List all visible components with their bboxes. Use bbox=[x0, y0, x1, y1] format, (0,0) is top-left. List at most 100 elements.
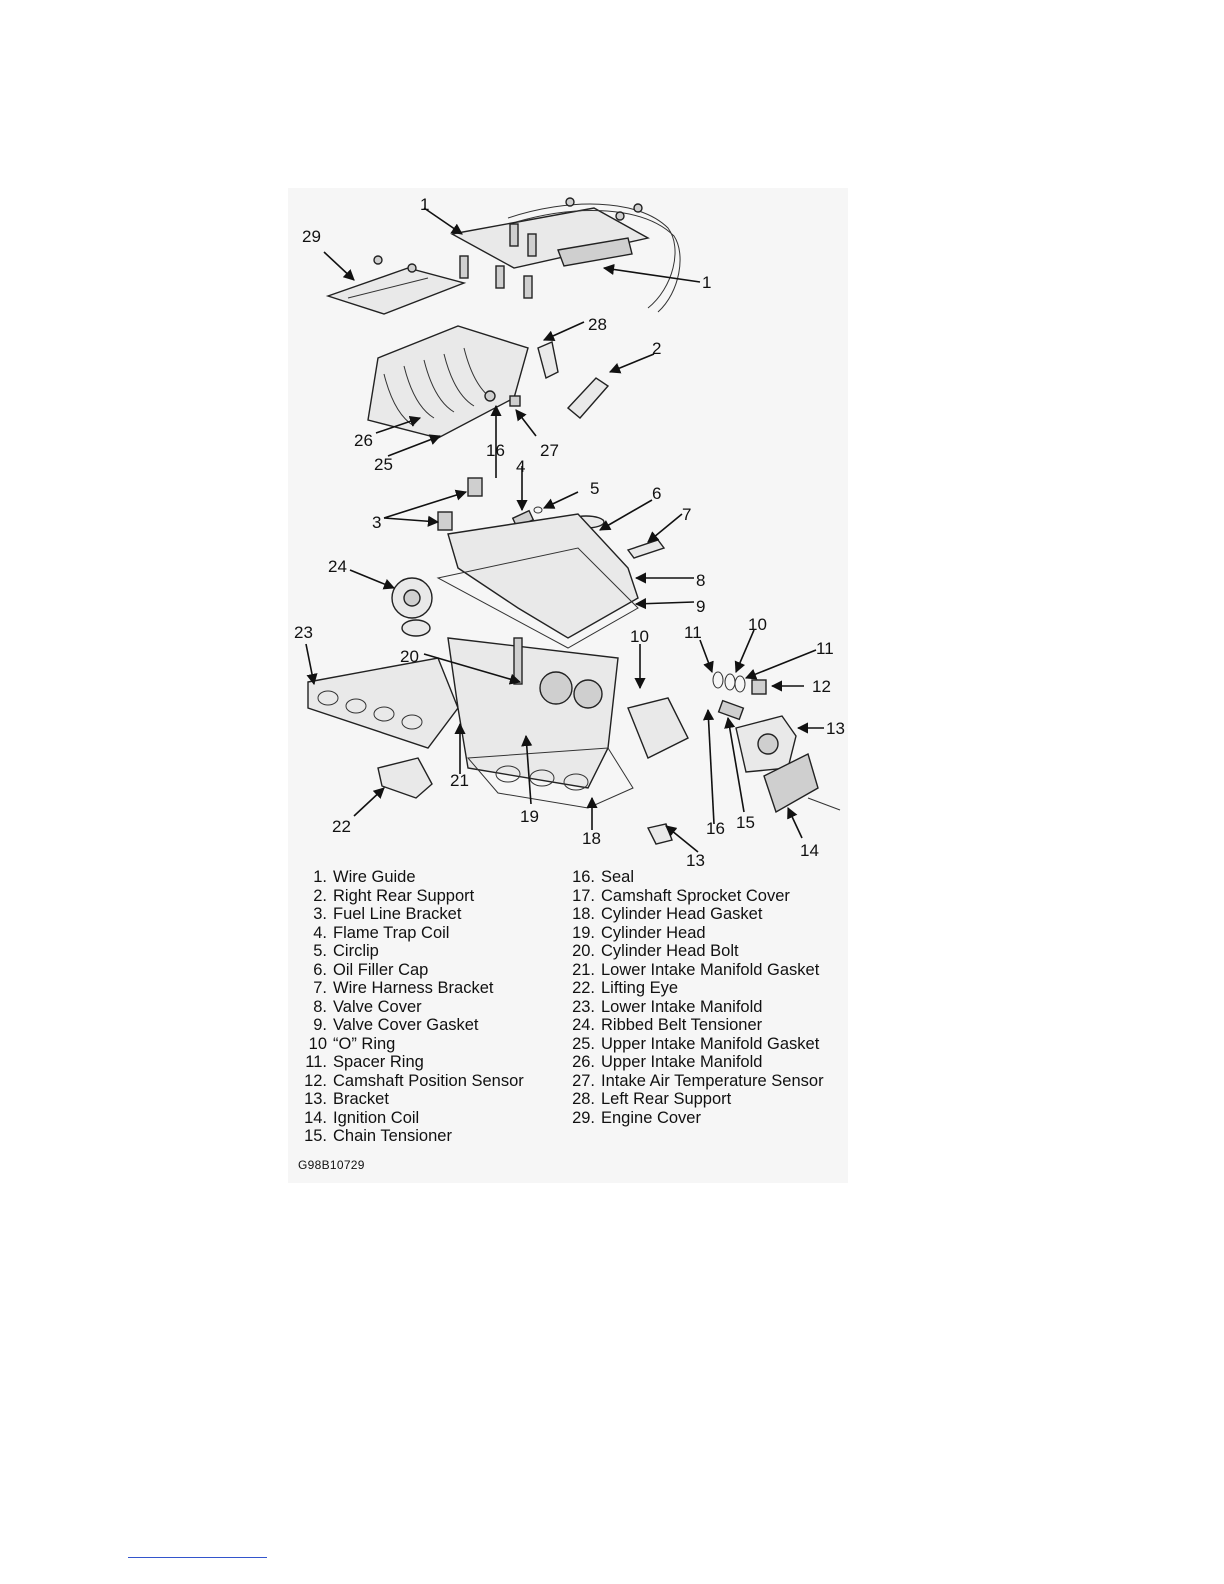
callout-2: 2 bbox=[652, 339, 661, 358]
legend-item: 18. Cylinder Head Gasket bbox=[562, 905, 852, 924]
legend-item-label: Left Rear Support bbox=[601, 1090, 732, 1108]
callout-29: 29 bbox=[302, 227, 321, 246]
callout-9: 9 bbox=[696, 597, 705, 616]
legend-item: 5.Circlip bbox=[294, 942, 566, 961]
legend-item-label: Lower Intake Manifold Gasket bbox=[601, 960, 820, 979]
legend-item-number: 3. bbox=[313, 905, 327, 923]
callout-13-right: 13 bbox=[826, 719, 845, 738]
legend-item-number: 27. bbox=[572, 1071, 595, 1090]
wire-harness-bracket-part bbox=[626, 539, 666, 559]
legend-item-label: Camshaft Sprocket Cover bbox=[601, 886, 790, 905]
cylinder-head-gasket-part bbox=[466, 747, 634, 809]
callout-20: 20 bbox=[400, 647, 419, 666]
engine-cover-part bbox=[325, 255, 467, 315]
legend-item-number: 11. bbox=[305, 1053, 327, 1071]
fuel-line-bracket-part bbox=[437, 477, 483, 531]
callout-25: 25 bbox=[374, 455, 393, 474]
legend-item-label: Cylinder Head Gasket bbox=[601, 905, 763, 923]
bracket-part bbox=[646, 715, 797, 845]
legend-item-label: Cylinder Head bbox=[601, 923, 706, 942]
legend-item-label: Bracket bbox=[333, 1090, 389, 1108]
callout-8: 8 bbox=[696, 571, 705, 590]
legend-item: 27. Intake Air Temperature Sensor bbox=[562, 1072, 852, 1091]
legend-item-label: Lower Intake Manifold bbox=[601, 997, 763, 1016]
legend-item: 25.Upper Intake Manifold Gasket bbox=[562, 1035, 852, 1054]
legend-item-label: Cylinder Head Bolt bbox=[601, 942, 739, 960]
legend-item-label: Engine Cover bbox=[601, 1108, 701, 1127]
legend-item: 7.Wire Harness Bracket bbox=[294, 979, 566, 998]
legend-item: 8.Valve Cover bbox=[294, 998, 566, 1017]
callout-10-right: 10 bbox=[748, 615, 767, 634]
legend-item: 17. Camshaft Sprocket Cover bbox=[562, 887, 852, 906]
legend-item-number: 1. bbox=[313, 868, 327, 886]
callout-7: 7 bbox=[682, 505, 691, 524]
legend-item: 29.Engine Cover bbox=[562, 1109, 852, 1128]
footer-divider bbox=[128, 1557, 267, 1558]
legend-item-label: Upper Intake Manifold bbox=[601, 1053, 763, 1071]
camshaft-sprocket-cover-part bbox=[627, 697, 689, 759]
legend-item-label: Oil Filler Cap bbox=[333, 960, 429, 979]
legend-item-number: 2. bbox=[313, 886, 327, 905]
callout-5: 5 bbox=[590, 479, 599, 498]
callout-3: 3 bbox=[372, 513, 381, 532]
legend-item: 3.Fuel Line Bracket bbox=[294, 905, 566, 924]
legend-item: 13.Bracket bbox=[294, 1090, 566, 1109]
legend-item: 2.Right Rear Support bbox=[294, 887, 566, 906]
o-ring-and-spacer-parts bbox=[712, 671, 746, 693]
circlip-part bbox=[533, 506, 543, 514]
valve-cover-part bbox=[436, 513, 639, 649]
left-rear-support-part bbox=[537, 341, 559, 380]
legend-item-number: 14. bbox=[304, 1108, 327, 1127]
exploded-diagram: 1 1 2 3 4 5 6 7 8 9 10 10 11 11 12 13 13… bbox=[294, 195, 845, 868]
wire-guide-part bbox=[449, 197, 681, 313]
legend-item-number: 7. bbox=[313, 979, 327, 997]
legend-item-number: 26. bbox=[572, 1053, 595, 1071]
lifting-eye-part bbox=[377, 757, 433, 799]
legend-item-label: Seal bbox=[601, 868, 635, 886]
callout-27: 27 bbox=[540, 441, 559, 460]
legend-item: 23. Lower Intake Manifold bbox=[562, 998, 852, 1017]
legend-item-number: 16. bbox=[572, 868, 595, 886]
legend-item-number: 23. bbox=[572, 997, 595, 1016]
legend-item-number: 18. bbox=[572, 905, 595, 923]
legend-item: 15.Chain Tensioner bbox=[294, 1127, 566, 1146]
legend-item-label: Upper Intake Manifold Gasket bbox=[601, 1034, 820, 1053]
legend-item-label: Lifting Eye bbox=[601, 979, 679, 997]
callout-13-bottom: 13 bbox=[686, 851, 705, 868]
legend-item-label: Camshaft Position Sensor bbox=[333, 1071, 524, 1090]
legend-item: 20.Cylinder Head Bolt bbox=[562, 942, 852, 961]
legend-item-number: 17. bbox=[572, 886, 595, 905]
right-rear-support-part bbox=[566, 377, 610, 419]
legend-item: 9.Valve Cover Gasket bbox=[294, 1016, 566, 1035]
cylinder-head-part bbox=[447, 637, 619, 789]
legend-item-number: 28. bbox=[572, 1090, 595, 1108]
legend-item: 19. Cylinder Head bbox=[562, 924, 852, 943]
legend-item: 28. Left Rear Support bbox=[562, 1090, 852, 1109]
callout-1-top: 1 bbox=[420, 195, 429, 214]
callout-15: 15 bbox=[736, 813, 755, 832]
callout-11-left: 11 bbox=[684, 623, 702, 642]
callout-19: 19 bbox=[520, 807, 539, 826]
callout-10-left: 10 bbox=[630, 627, 649, 646]
legend-item-number: 22. bbox=[572, 979, 595, 997]
legend-item: 24.Ribbed Belt Tensioner bbox=[562, 1016, 852, 1035]
legend-item-number: 4. bbox=[313, 923, 327, 942]
legend-item-number: 19. bbox=[572, 923, 595, 942]
lower-intake-manifold-part bbox=[307, 657, 459, 749]
legend-item: 11. Spacer Ring bbox=[294, 1053, 566, 1072]
ignition-coil-part bbox=[763, 752, 841, 814]
callout-labels: 1 1 2 3 4 5 6 7 8 9 10 10 11 11 12 13 13… bbox=[294, 195, 845, 868]
legend-item-label: Intake Air Temperature Sensor bbox=[601, 1071, 824, 1090]
legend-item-number: 24. bbox=[572, 1016, 595, 1034]
legend-item: 16. Seal bbox=[562, 868, 852, 887]
legend-item-number: 10 bbox=[308, 1034, 327, 1053]
legend-item: 10“O” Ring bbox=[294, 1035, 566, 1054]
legend-item-label: Spacer Ring bbox=[333, 1053, 424, 1071]
legend-item-label: Wire Guide bbox=[333, 868, 416, 886]
legend-item-number: 9. bbox=[313, 1016, 327, 1034]
callout-1-right: 1 bbox=[702, 273, 711, 292]
engine-exploded-view-figure: 1 1 2 3 4 5 6 7 8 9 10 10 11 11 12 13 13… bbox=[288, 188, 848, 1183]
callout-21: 21 bbox=[450, 771, 469, 790]
callout-23: 23 bbox=[294, 623, 313, 642]
callout-18: 18 bbox=[582, 829, 601, 848]
